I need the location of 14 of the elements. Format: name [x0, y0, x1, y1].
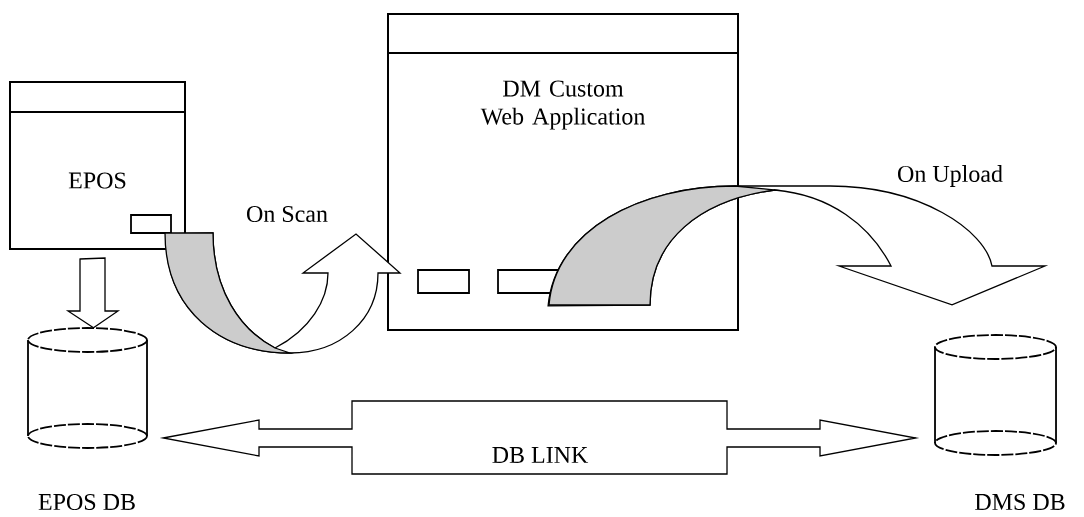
caption-text: DMS DB — [975, 493, 1065, 511]
database-cylinder — [27, 327, 148, 449]
button-box — [417, 269, 470, 294]
edge-label: DB LINK — [490, 446, 590, 464]
edge-label: On Upload — [896, 164, 1004, 188]
database-cylinder — [934, 334, 1057, 456]
curved-arrow — [547, 185, 1046, 307]
caption-text: EPOS DB — [38, 493, 135, 511]
button-box — [497, 269, 561, 294]
curved-arrow — [164, 232, 401, 354]
window-box: EPOS — [9, 81, 186, 250]
block-arrow — [65, 257, 121, 329]
button-box — [130, 214, 172, 234]
edge-label: On Scan — [245, 204, 329, 224]
